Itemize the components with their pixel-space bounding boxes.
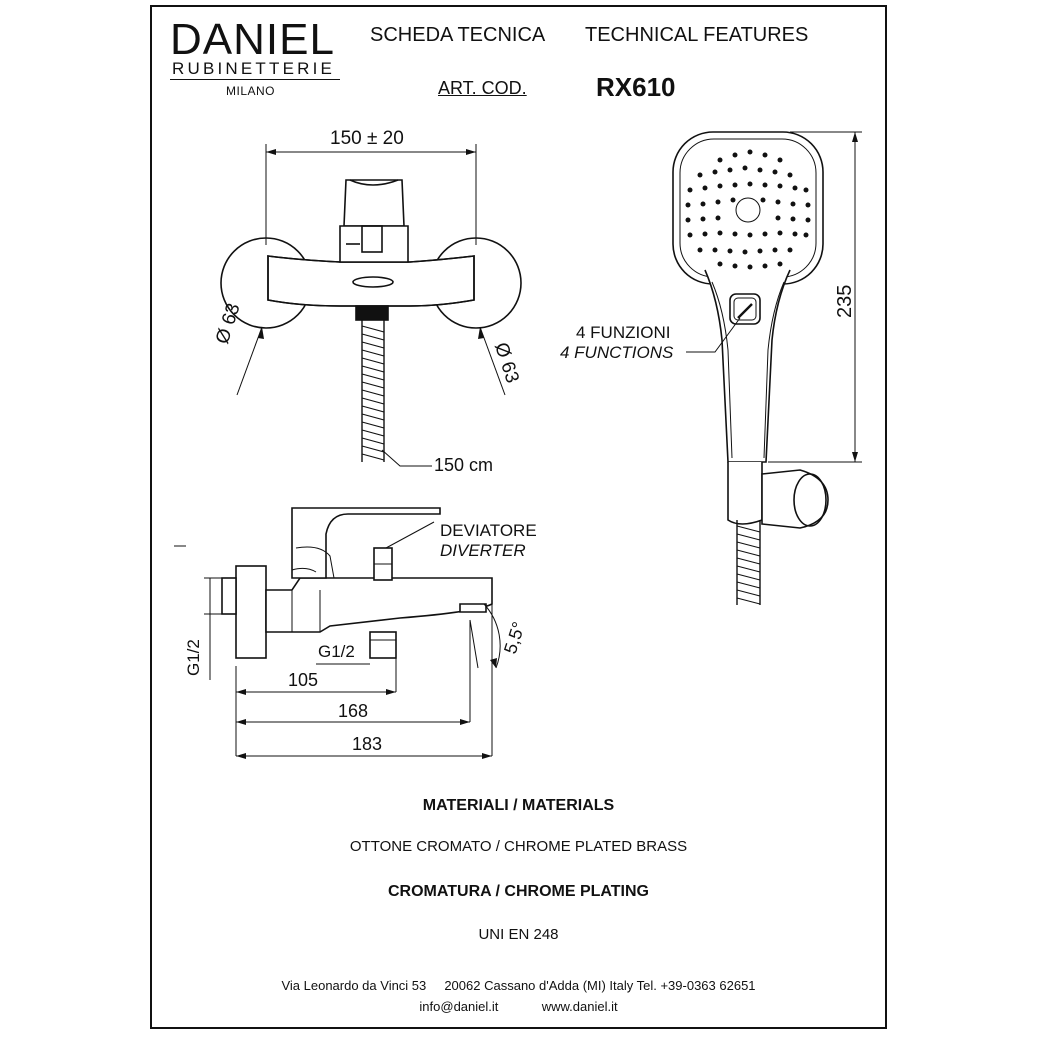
materials-value: OTTONE CROMATO / CHROME PLATED BRASS — [349, 838, 688, 855]
label-diverter-english: DIVERTER — [440, 541, 526, 560]
title-italian: SCHEDA TECNICA — [370, 24, 546, 46]
materials-heading: MATERIALI / MATERIALS — [422, 797, 615, 814]
mixer-side-view — [174, 507, 501, 759]
mixer-front-view — [220, 144, 522, 467]
brand-logo-city: MILANO — [226, 84, 276, 98]
dimension-105: 105 — [288, 670, 319, 690]
dimension-hose-length: 150 cm — [434, 455, 494, 475]
article-code: RX610 — [596, 72, 676, 102]
footer-address: Via Leonardo da Vinci 53 20062 Cassano d… — [281, 978, 756, 993]
footer-contacts: info@daniel.it www.daniel.it — [419, 999, 618, 1014]
label-diverter-italian: DEVIATORE — [440, 521, 537, 540]
dimension-168: 168 — [338, 701, 369, 721]
brand-logo-subtitle: RUBINETTERIE — [172, 59, 336, 78]
label-functions-italian: 4 FUNZIONI — [576, 323, 671, 342]
dimension-183: 183 — [352, 734, 383, 754]
plating-value: UNI EN 248 — [478, 926, 559, 943]
label-functions-english: 4 FUNCTIONS — [560, 343, 674, 362]
dimension-thread-outlet: G1/2 — [318, 642, 355, 661]
brand-logo-name: DANIEL — [170, 15, 335, 64]
brand-logo-rule — [170, 79, 340, 80]
plating-heading: CROMATURA / CHROME PLATING — [387, 883, 649, 900]
sheet-frame — [150, 5, 887, 1029]
dimension-shower-height: 235 — [834, 284, 856, 318]
dimension-thread-inlet: G1/2 — [184, 639, 203, 676]
dimension-width: 150 ± 20 — [330, 128, 404, 149]
title-english: TECHNICAL FEATURES — [585, 24, 809, 46]
hand-shower-view — [672, 131, 862, 605]
article-label: ART. COD. — [438, 78, 527, 98]
